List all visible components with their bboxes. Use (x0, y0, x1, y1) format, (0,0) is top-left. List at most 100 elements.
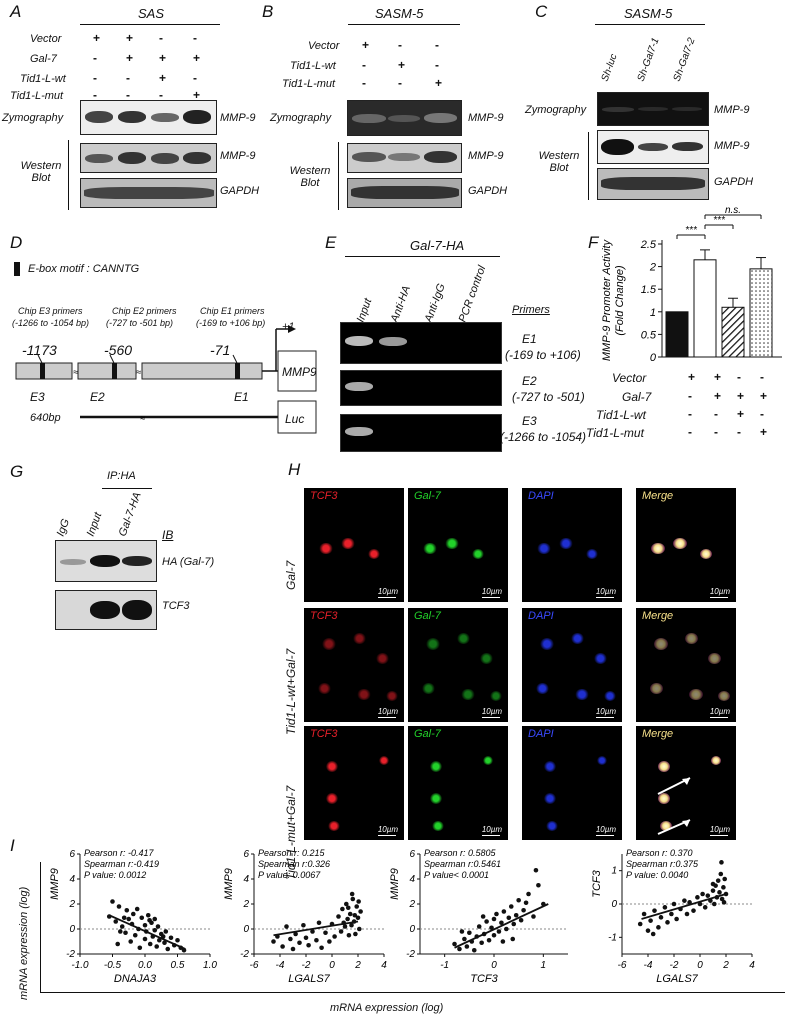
scatter-point (132, 932, 138, 938)
panel-e-lane-label: Input (354, 296, 375, 324)
scale-bar (378, 717, 396, 718)
scatter-x-tick-label: -1.0 (71, 960, 89, 971)
scale-bar-label: 10µm (595, 587, 616, 596)
scatter-point (124, 907, 130, 913)
scatter-point (152, 927, 158, 933)
scale-bar-label: 10µm (481, 825, 502, 834)
scatter-x-tick-label: 4 (381, 960, 387, 971)
scatter-point (352, 912, 358, 918)
channel-label: Gal-7 (414, 728, 441, 740)
panel-i-outer-yaxis (40, 862, 41, 992)
scatter-point (721, 885, 726, 890)
scatter-x-tick-label: 0.5 (171, 960, 185, 971)
cell-nucleus (445, 537, 459, 549)
scatter-point (650, 931, 656, 937)
scatter-point (669, 911, 674, 917)
scatter-point (722, 876, 727, 882)
scatter-point (526, 891, 531, 897)
panel-c-zymo-blot (597, 92, 709, 126)
scatter-point (508, 904, 514, 909)
channel-label: TCF3 (310, 490, 338, 502)
scatter-point (637, 921, 643, 927)
cell-nucleus (593, 652, 607, 664)
panel-g-band-label: HA (Gal-7) (162, 556, 215, 568)
scatter-point (327, 939, 332, 944)
scatter-point (700, 891, 705, 897)
scatter-x-tick-label: 0 (491, 960, 497, 971)
scatter-point (462, 936, 467, 942)
sign-mark: - (688, 389, 692, 403)
sign-mark: - (126, 88, 130, 102)
sig2-label: *** (713, 215, 726, 226)
trend-line (108, 914, 186, 950)
scatter-point (319, 945, 324, 951)
scatter-point (645, 928, 651, 933)
region-label: E2 (90, 390, 105, 404)
sign-mark: + (193, 88, 201, 102)
cell-nucleus (707, 652, 721, 664)
trend-line (273, 920, 359, 937)
cell-nucleus (352, 632, 366, 644)
scatter-y-tick-label: -1 (608, 932, 617, 943)
cell-nucleus (430, 760, 442, 772)
scatter-x-tick-label: -4 (276, 960, 285, 971)
cell-nucleus (317, 682, 331, 694)
cell-nucleus (421, 682, 435, 694)
chip-gel-e2 (340, 370, 502, 406)
scatter-point (471, 947, 477, 953)
y-axis-label: MMP-9 Promoter Activity(Fold Change) (601, 238, 626, 361)
scale-bar (710, 835, 728, 836)
cell-nucleus (559, 537, 573, 549)
scatter-point (160, 934, 166, 939)
promoter-diagram: ≈ ≈ ≈ (15, 325, 317, 434)
stat-text: Spearman r:-0.419 (84, 859, 159, 869)
svg-text:≈: ≈ (140, 413, 145, 423)
sign-mark: - (362, 76, 366, 90)
sign-mark: + (760, 425, 768, 439)
panel-a-band-label: MMP-9 (220, 150, 256, 162)
panel-g-lane-label: IgG (54, 517, 73, 538)
scale-bar-label: 10µm (595, 825, 616, 834)
scatter-point (306, 942, 311, 948)
scatter-point (484, 919, 489, 924)
cell-nucleus (540, 638, 554, 650)
scatter-point (131, 911, 136, 917)
sign-mark: - (362, 58, 366, 72)
scatter-point (344, 901, 349, 907)
panel-a-row-label: Gal-7 (30, 53, 57, 65)
scatter-point (536, 882, 541, 888)
scatter-point (284, 924, 289, 929)
scatter-point (152, 916, 158, 922)
cell-nucleus (684, 632, 698, 644)
scatter-point (457, 946, 462, 952)
scatter-point (115, 941, 120, 947)
channel-label: Merge (642, 490, 674, 502)
scatter-point (113, 919, 119, 924)
panel-e-lane-label: Anti-HA (388, 284, 413, 324)
sign-mark: - (398, 76, 402, 90)
scatter-point (353, 931, 358, 937)
scatter-point (486, 937, 492, 943)
scatter-point (336, 914, 341, 919)
scatter-y-label: TCF3 (591, 869, 603, 897)
primer-e2-range: (-727 to -501 bp) (106, 318, 174, 328)
panel-b-title: SASM-5 (375, 6, 424, 21)
cell-nucleus (700, 549, 712, 559)
panel-b-row-label: Tid1-L-mut (282, 78, 336, 90)
sign-mark: - (435, 58, 439, 72)
cell-nucleus (718, 691, 730, 701)
scatter-point (479, 940, 484, 946)
scatter-point (665, 920, 670, 925)
scatter-y-tick-label: 2 (68, 899, 75, 910)
panel-h-row-label: Tid1-L-wt+Gal-7 (284, 648, 298, 735)
scale-bar (482, 597, 500, 598)
sign-mark: - (714, 425, 718, 439)
scatter-x-label: DNAJA3 (114, 973, 157, 985)
scatter-point (157, 937, 162, 943)
